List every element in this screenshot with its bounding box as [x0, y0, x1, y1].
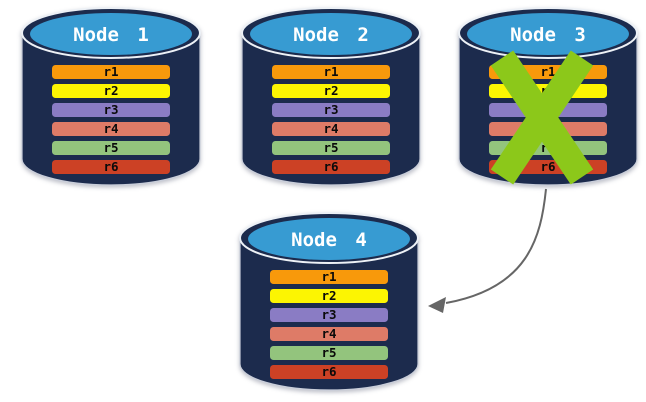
- node-3-title: Node 3: [510, 24, 586, 46]
- node-1-bar-label-r5: r5: [103, 140, 118, 155]
- node-4-bar-label-r1: r1: [321, 269, 336, 284]
- node-1: Node 1 r1 r2 r3 r4 r5 r6: [21, 7, 201, 186]
- node-3-bar-label-r2: r2: [540, 83, 555, 98]
- node-4-bar-r2: [270, 289, 388, 303]
- node-1-bar-label-r4: r4: [103, 121, 118, 136]
- node-2-bar-label-r1: r1: [323, 64, 338, 79]
- node-4-bar-label-r2: r2: [321, 288, 336, 303]
- node-3: Node 3 r1 r2 r3 r4 r5 r6: [458, 7, 638, 186]
- node-2: Node 2 r1 r2 r3 r4 r5 r6: [241, 7, 421, 186]
- node-2-bar-r2: [272, 84, 390, 98]
- node-4-bar-label-r5: r5: [321, 345, 336, 360]
- node-2-bar-r3: [272, 103, 390, 117]
- node-1-bar-label-r2: r2: [103, 83, 118, 98]
- node-3-bar-label-r4: r4: [540, 121, 555, 136]
- node-4-cylinder-top: [248, 218, 410, 260]
- node-1-bar-label-r6: r6: [103, 159, 118, 174]
- node-2-bar-r5: [272, 141, 390, 155]
- node-3-bar-label-r1: r1: [540, 64, 555, 79]
- node-2-cylinder-top: [250, 13, 412, 55]
- node-2-bar-label-r4: r4: [323, 121, 338, 136]
- node-2-bar-r4: [272, 122, 390, 136]
- node-1-bar-r2: [52, 84, 170, 98]
- node-1-title: Node 1: [73, 24, 149, 46]
- node-1-bar-r6: [52, 160, 170, 174]
- node-4-bar-r5: [270, 346, 388, 360]
- node-2-title: Node 2: [293, 24, 369, 46]
- node-2-bar-label-r3: r3: [323, 102, 338, 117]
- failover-arrow: [428, 188, 547, 313]
- node-1-bar-r4: [52, 122, 170, 136]
- node-3-cylinder-top: [467, 13, 629, 55]
- node-4-bar-r4: [270, 327, 388, 341]
- node-4-bar-label-r6: r6: [321, 364, 336, 379]
- node-1-bar-label-r1: r1: [103, 64, 118, 79]
- node-3-bar-label-r5: r5: [540, 140, 555, 155]
- node-4-bar-label-r4: r4: [321, 326, 336, 341]
- node-2-bar-label-r6: r6: [323, 159, 338, 174]
- node-2-bar-r6: [272, 160, 390, 174]
- node-2-bar-label-r5: r5: [323, 140, 338, 155]
- node-4-bar-r3: [270, 308, 388, 322]
- node-1-bar-r1: [52, 65, 170, 79]
- node-4: Node 4 r1 r2 r3 r4 r5 r6: [239, 212, 419, 391]
- node-4-title: Node 4: [291, 229, 367, 251]
- node-1-cylinder-top: [30, 13, 192, 55]
- node-3-bar-label-r3: r3: [540, 102, 555, 117]
- node-4-bar-r1: [270, 270, 388, 284]
- node-1-bar-r3: [52, 103, 170, 117]
- failover-arrowhead-icon: [428, 297, 446, 313]
- node-1-bar-r5: [52, 141, 170, 155]
- node-2-bar-r1: [272, 65, 390, 79]
- node-4-bar-label-r3: r3: [321, 307, 336, 322]
- node-3-bar-label-r6: r6: [540, 159, 555, 174]
- node-1-bar-label-r3: r3: [103, 102, 118, 117]
- node-2-bar-label-r2: r2: [323, 83, 338, 98]
- failover-arrow-line: [445, 188, 547, 304]
- node-4-bar-r6: [270, 365, 388, 379]
